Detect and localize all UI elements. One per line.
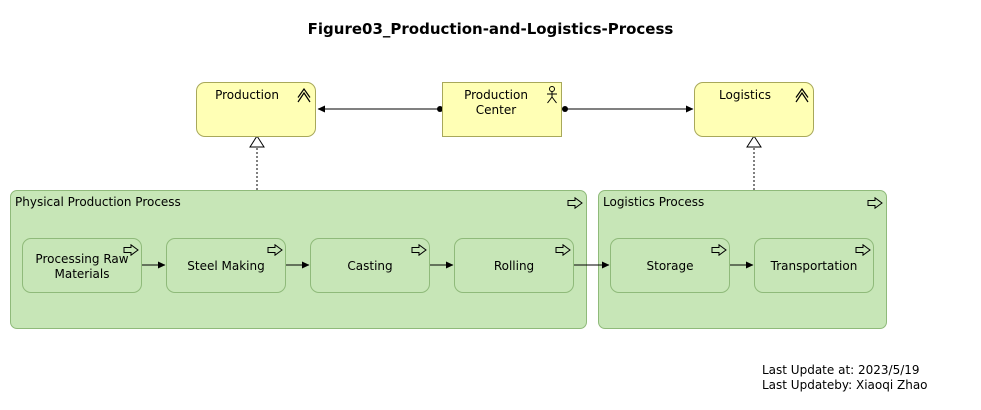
- process-transport-label: Transportation: [770, 259, 858, 273]
- actor-label-line1: Production: [464, 88, 528, 102]
- process-steel-label: Steel Making: [187, 259, 265, 273]
- process-casting-label: Casting: [347, 259, 393, 273]
- capability-icon: [795, 88, 809, 103]
- actor-icon: [547, 86, 557, 104]
- capability-production-label: Production: [215, 88, 279, 102]
- process-arrow-icon: [711, 244, 727, 256]
- capability-logistics-label: Logistics: [719, 88, 771, 102]
- realization-production-connector: [249, 135, 265, 190]
- capability-production[interactable]: Production: [196, 82, 316, 137]
- process-arrow-icon: [123, 244, 139, 256]
- process-arrow-icon: [567, 197, 583, 209]
- group-logistics-label: Logistics Process: [603, 195, 705, 209]
- capability-logistics[interactable]: Logistics: [694, 82, 814, 137]
- process-raw-line1: Processing Raw: [35, 251, 129, 266]
- last-update-author: Last Updateby: Xiaoqi Zhao: [762, 378, 928, 392]
- last-update-date: Last Update at: 2023/5/19: [762, 363, 920, 377]
- realization-logistics-connector: [746, 135, 762, 190]
- process-storage-label: Storage: [646, 259, 694, 273]
- process-arrow-icon: [411, 244, 427, 256]
- process-arrow-icon: [555, 244, 571, 256]
- process-rolling[interactable]: Rolling: [454, 238, 574, 293]
- process-storage[interactable]: Storage: [610, 238, 730, 293]
- diagram-title: Figure03_Production-and-Logistics-Proces…: [307, 20, 674, 38]
- group-physical-label: Physical Production Process: [15, 195, 181, 209]
- process-rolling-label: Rolling: [493, 259, 535, 273]
- actor-label-line2: Center: [475, 103, 517, 117]
- process-raw-line2: Materials: [54, 266, 110, 281]
- process-arrow-icon: [267, 244, 283, 256]
- assignment-production-connector: [317, 105, 443, 113]
- actor-label: Production Center: [443, 88, 549, 118]
- assignment-logistics-connector: [562, 105, 694, 113]
- process-steel-making[interactable]: Steel Making: [166, 238, 286, 293]
- process-casting[interactable]: Casting: [310, 238, 430, 293]
- process-transportation[interactable]: Transportation: [754, 238, 874, 293]
- actor-production-center[interactable]: Production Center: [442, 82, 562, 137]
- capability-icon: [297, 88, 311, 103]
- process-arrow-icon: [855, 244, 871, 256]
- process-arrow-icon: [867, 197, 883, 209]
